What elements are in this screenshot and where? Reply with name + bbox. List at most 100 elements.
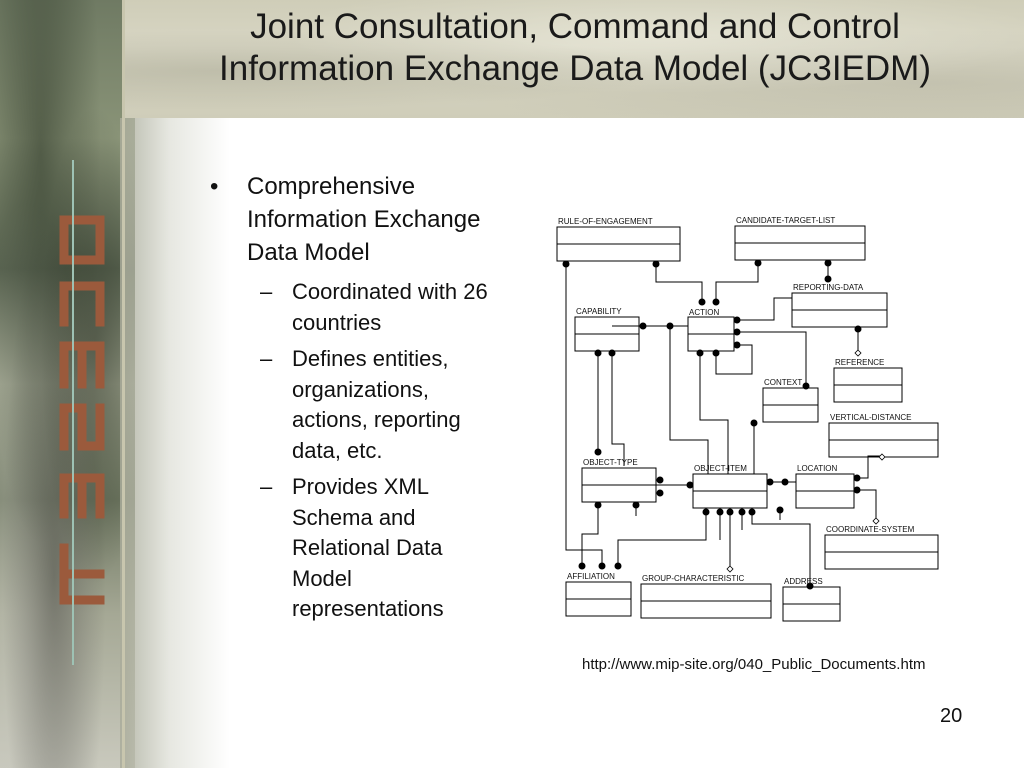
relationship-dot <box>806 582 814 590</box>
entity-affiliation <box>565 581 632 617</box>
entity-label: REFERENCE <box>835 358 884 367</box>
relationship-dot <box>766 478 774 486</box>
entity-label: COORDINATE-SYSTEM <box>826 525 915 534</box>
relationship-dot <box>594 501 602 509</box>
banner-glyph-e <box>59 341 105 389</box>
relationship-dot <box>802 382 810 390</box>
entity-label: LOCATION <box>797 464 838 473</box>
relationship-dot <box>748 508 756 516</box>
entity-rule-of-engagement <box>556 226 681 262</box>
relationship-dot <box>781 478 789 486</box>
entity-action <box>687 316 735 352</box>
relationship-diamond <box>726 565 734 573</box>
title-line-2: Information Exchange Data Model (JC3IEDM… <box>219 49 931 88</box>
relationship-diamond <box>872 517 880 525</box>
entity-label: REPORTING-DATA <box>793 283 864 292</box>
banner-accent-line <box>72 160 74 665</box>
title-line-1: Joint Consultation, Command and Control <box>250 7 900 46</box>
entity-label: CAPABILITY <box>576 307 622 316</box>
relationship-line <box>699 352 729 474</box>
entity-label: OBJECT-ITEM <box>694 464 747 473</box>
relationship-dot <box>726 508 734 516</box>
sub-bullet-dash: – <box>260 346 273 371</box>
relationship-line <box>565 262 603 566</box>
relationship-line <box>736 331 807 386</box>
relationship-dot <box>652 260 660 268</box>
relationship-dot <box>594 349 602 357</box>
relationship-dot <box>733 328 741 336</box>
sub-bullet-text: Provides XML Schema and Relational Data … <box>292 474 444 621</box>
relationship-dot <box>639 322 647 330</box>
relationship-line <box>854 489 877 520</box>
entity-object-type <box>581 467 657 503</box>
entity-candidate-target-list <box>734 225 866 261</box>
title-band <box>125 0 1024 118</box>
entity-address <box>782 586 841 622</box>
main-bullet: • Comprehensive Information Exchange Dat… <box>210 170 500 269</box>
banner-logo <box>59 215 105 605</box>
relationship-line <box>655 262 703 300</box>
relationship-dot <box>686 481 694 489</box>
relationship-dot <box>776 506 784 514</box>
banner-divider <box>122 0 125 768</box>
relationship-dot <box>598 562 606 570</box>
entity-label: ADDRESS <box>784 577 823 586</box>
sub-bullet: – Defines entities, organizations, actio… <box>210 344 500 466</box>
relationship-dot <box>696 349 704 357</box>
sub-bullet-dash: – <box>260 474 273 499</box>
relationship-dot <box>750 419 758 427</box>
left-banner <box>0 0 135 768</box>
relationship-dot <box>608 349 616 357</box>
sub-bullet-list: – Coordinated with 26 countries – Define… <box>210 277 500 625</box>
relationship-dot <box>733 341 741 349</box>
entity-location <box>795 473 855 509</box>
banner-fade <box>120 118 230 768</box>
source-link[interactable]: http://www.mip-site.org/040_Public_Docum… <box>582 656 926 673</box>
relationship-line <box>715 262 759 300</box>
entity-label: RULE-OF-ENGAGEMENT <box>558 217 653 226</box>
relationship-dot <box>824 259 832 267</box>
relationship-diamond <box>854 349 862 357</box>
relationship-dot <box>656 476 664 484</box>
relationship-line <box>751 510 811 586</box>
relationship-dot <box>578 562 586 570</box>
main-bullet-text: Comprehensive Information Exchange Data … <box>247 173 481 266</box>
relationship-dots <box>562 259 862 590</box>
relationship-dot <box>594 448 602 456</box>
entity-label: ACTION <box>689 308 719 317</box>
entity-context <box>762 387 819 423</box>
sub-bullet: – Provides XML Schema and Relational Dat… <box>210 472 500 625</box>
relationship-line <box>854 455 882 479</box>
relationship-dot <box>632 501 640 509</box>
entity-label: CANDIDATE-TARGET-LIST <box>736 216 835 225</box>
relationship-dot <box>853 474 861 482</box>
relationship-dot <box>712 298 720 306</box>
relationship-dot <box>853 486 861 494</box>
sub-bullet-text: Defines entities, organizations, actions… <box>292 346 461 463</box>
banner-glyph-n <box>59 281 105 327</box>
entity-label: AFFILIATION <box>567 572 615 581</box>
relationship-diamond <box>878 453 886 461</box>
banner-glyph-o <box>59 215 105 265</box>
page-number: 20 <box>940 705 963 727</box>
entity-reference <box>833 367 903 403</box>
relationship-dot <box>712 349 720 357</box>
relationship-line <box>581 502 599 566</box>
entity-label: OBJECT-TYPE <box>583 458 638 467</box>
banner-glyph-a <box>59 473 105 519</box>
banner-glyph-f <box>59 543 105 605</box>
relationship-dot <box>698 298 706 306</box>
entity-vertical-distance <box>828 422 939 458</box>
relationship-line <box>736 297 792 321</box>
relationship-diamonds <box>726 349 886 573</box>
relationship-dot <box>666 322 674 330</box>
relationship-dot <box>824 275 832 283</box>
relationship-dot <box>754 259 762 267</box>
slide-title: Joint Consultation, Command and Control … <box>130 6 1020 90</box>
entity-coordinate-system <box>824 534 939 570</box>
relationship-line <box>617 510 707 566</box>
relationship-line <box>715 344 753 375</box>
relationship-line <box>611 352 625 466</box>
sub-bullet: – Coordinated with 26 countries <box>210 277 500 338</box>
sub-bullet-text: Coordinated with 26 countries <box>292 279 488 335</box>
